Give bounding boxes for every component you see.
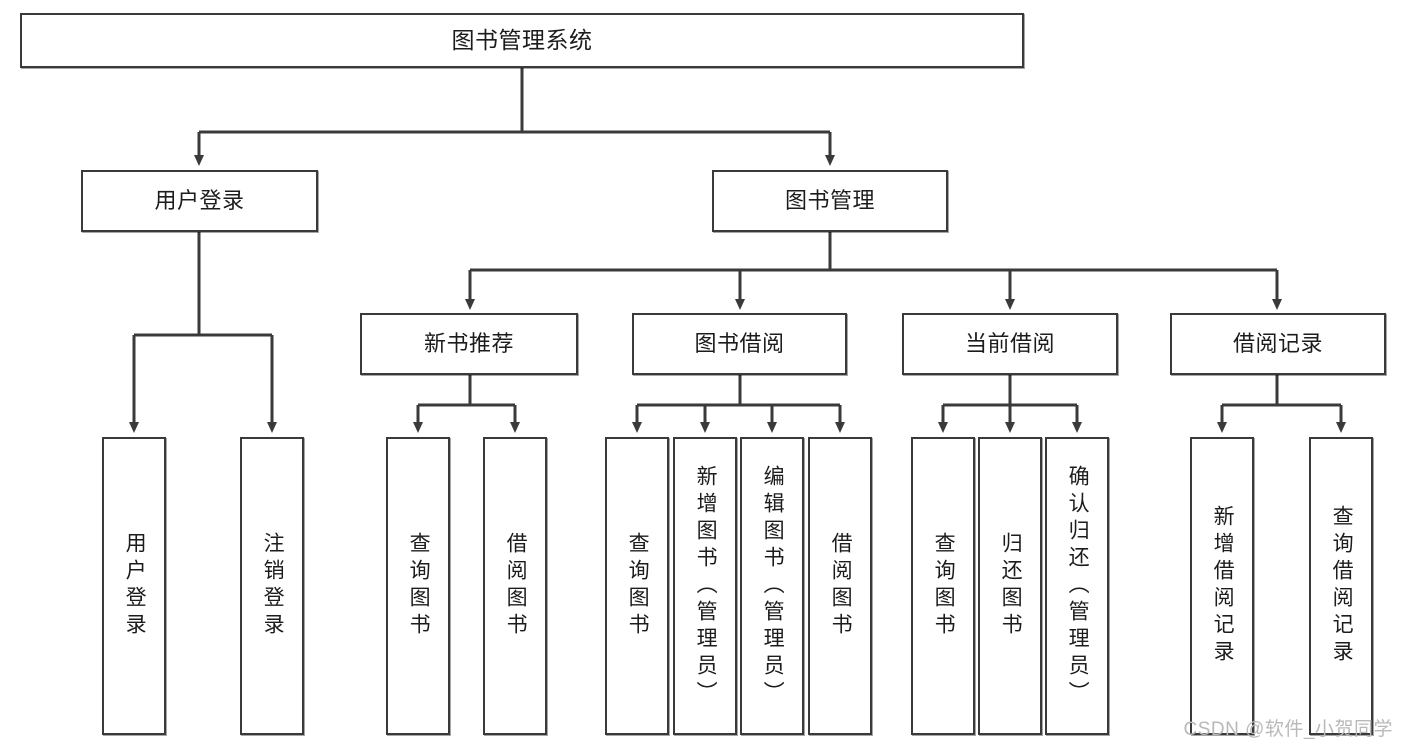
node-label: 查询图书 [932, 532, 956, 640]
leaf-logout[interactable]: 注销登录 [240, 437, 304, 735]
node-label: 借阅记录 [1232, 331, 1323, 357]
node-label: 借阅图书 [504, 532, 528, 640]
node-label: 查询借阅记录 [1330, 505, 1354, 667]
node-new-book-recommendation[interactable]: 新书推荐 [360, 313, 578, 375]
node-label: 图书管理 [784, 188, 875, 214]
node-label: 用户登录 [154, 188, 245, 214]
node-label: 新书推荐 [423, 331, 514, 357]
leaf-borrow-book-recommendation[interactable]: 借阅图书 [483, 437, 547, 735]
leaf-query-borrow-record[interactable]: 查询借阅记录 [1309, 437, 1373, 735]
node-label: 图书管理系统 [451, 27, 593, 54]
node-book-borrow[interactable]: 图书借阅 [632, 313, 847, 375]
leaf-confirm-return-admin[interactable]: 确认归还（管理员） [1045, 437, 1109, 735]
leaf-query-book-borrow[interactable]: 查询图书 [605, 437, 669, 735]
leaf-add-book-admin[interactable]: 新增图书（管理员） [673, 437, 737, 735]
node-book-management[interactable]: 图书管理 [712, 170, 948, 232]
node-borrow-record[interactable]: 借阅记录 [1170, 313, 1386, 375]
node-current-borrow[interactable]: 当前借阅 [902, 313, 1118, 375]
node-label: 归还图书 [999, 532, 1023, 640]
leaf-user-login[interactable]: 用户登录 [102, 437, 166, 735]
leaf-return-book[interactable]: 归还图书 [978, 437, 1042, 735]
node-root-system[interactable]: 图书管理系统 [20, 13, 1024, 68]
leaf-query-book-recommendation[interactable]: 查询图书 [386, 437, 450, 735]
node-label: 新增借阅记录 [1211, 505, 1235, 667]
leaf-borrow-book-borrow[interactable]: 借阅图书 [808, 437, 872, 735]
node-label: 当前借阅 [964, 331, 1055, 357]
leaf-add-borrow-record[interactable]: 新增借阅记录 [1190, 437, 1254, 735]
node-label: 查询图书 [407, 532, 431, 640]
node-label: 用户登录 [123, 532, 147, 640]
node-label: 查询图书 [626, 532, 650, 640]
leaf-query-book-current[interactable]: 查询图书 [911, 437, 975, 735]
node-user-login[interactable]: 用户登录 [81, 170, 318, 232]
leaf-edit-book-admin[interactable]: 编辑图书（管理员） [740, 437, 804, 735]
watermark: CSDN @软件_小贺同学 [1183, 719, 1393, 740]
node-label: 注销登录 [261, 532, 285, 640]
node-label: 编辑图书（管理员） [761, 464, 785, 708]
node-label: 借阅图书 [829, 532, 853, 640]
node-label: 新增图书（管理员） [694, 464, 718, 708]
node-label: 确认归还（管理员） [1066, 464, 1090, 708]
node-label: 图书借阅 [694, 331, 785, 357]
